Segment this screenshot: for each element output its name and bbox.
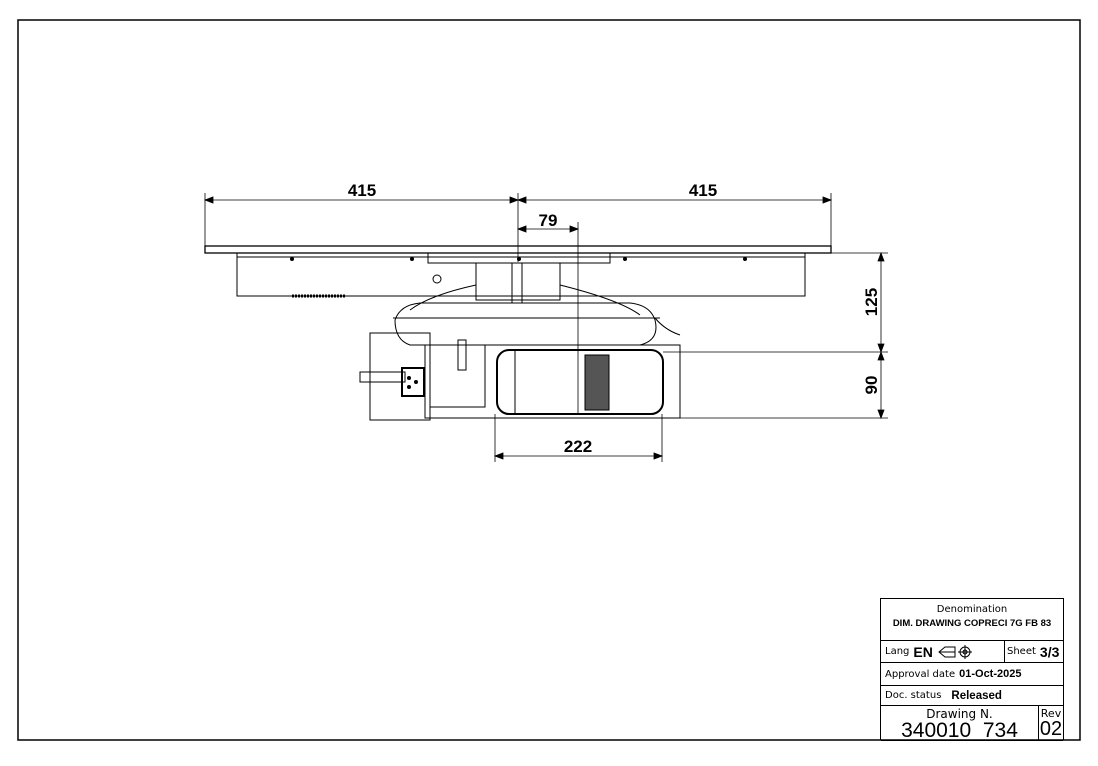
denomination-label: Denomination — [936, 604, 1008, 615]
dim-height-top: 125 — [862, 288, 881, 316]
dim-height-bottom: 90 — [862, 376, 881, 395]
drawing-number-label: Drawing N. — [926, 707, 993, 721]
status-value: Released — [951, 689, 1002, 702]
projection-symbol-icon — [938, 644, 972, 659]
dim-motor-width: 222 — [564, 437, 592, 456]
dim-left-width: 415 — [348, 181, 376, 200]
approval-label: Approval date — [885, 668, 956, 680]
drawing-number-value: 340010_734 — [901, 719, 1018, 742]
sheet-value: 3/3 — [1039, 643, 1060, 660]
dimension-lines — [203, 193, 888, 462]
dim-offset: 79 — [539, 211, 558, 230]
approval-value: 01-Oct-2025 — [959, 668, 1022, 680]
motor-assembly — [359, 332, 681, 421]
denomination-value: DIM. DRAWING COPRECI 7G FB 83 — [892, 618, 1052, 629]
lang-value: EN — [913, 643, 933, 660]
sheet-border — [17, 19, 1081, 741]
revision-value: 02 — [1039, 718, 1063, 740]
dim-right-width: 415 — [689, 181, 717, 200]
sheet-label: Sheet — [1007, 646, 1036, 657]
title-block: Denomination DIM. DRAWING COPRECI 7G FB … — [880, 598, 1064, 742]
status-label: Doc. status — [885, 690, 942, 701]
revision-label: Rev — [1040, 707, 1062, 720]
fan-housing — [393, 252, 681, 346]
lang-label: Lang — [885, 646, 910, 657]
